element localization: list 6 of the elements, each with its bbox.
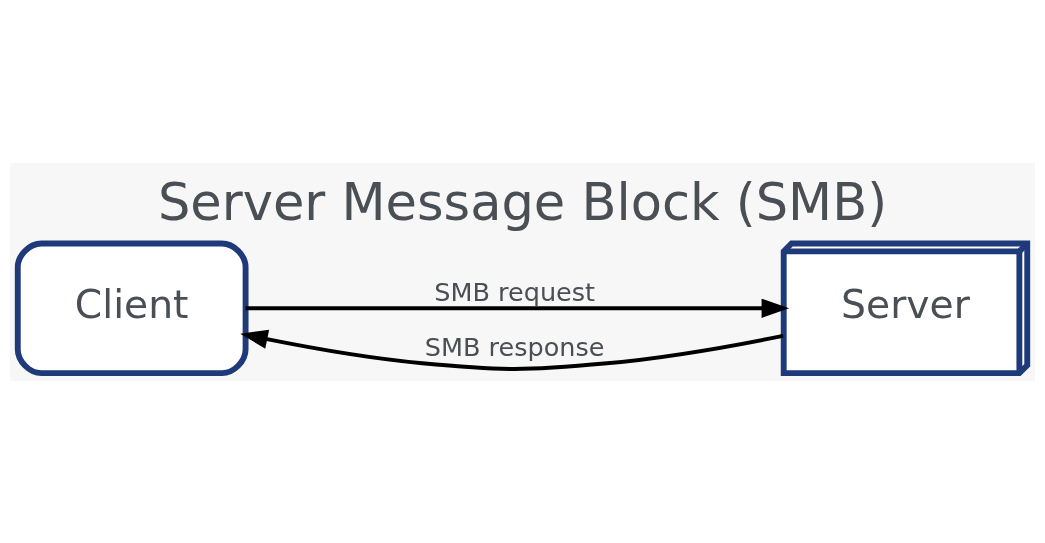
arrow [245,298,790,318]
edge-label: SMB request [434,276,596,307]
edge-label: SMB response [424,331,605,362]
arrow [240,329,784,371]
node-box: Client [14,240,249,376]
diagram-title: Server Message Block (SMB) [157,172,888,232]
